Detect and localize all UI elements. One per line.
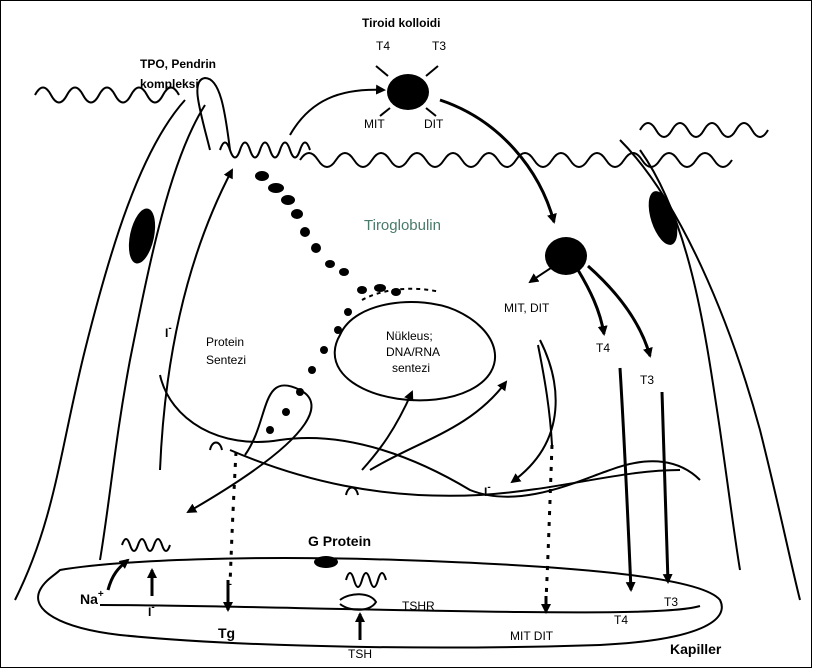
mit-dit-secretion-dotted [546, 445, 552, 600]
colloid-spike [376, 66, 388, 76]
arrow-to-t4 [578, 270, 604, 334]
dit-top-label: DIT [424, 117, 444, 131]
mit-dit-right-label: MIT, DIT [504, 301, 550, 315]
mit-top-label: MIT [364, 117, 385, 131]
rough-er [362, 289, 440, 300]
apical-membrane-wave-mid [300, 153, 732, 167]
kapiller-label: Kapiller [670, 641, 722, 657]
tg-label: Tg [218, 625, 235, 641]
arrow-colloid-endocytosis [440, 100, 554, 222]
t4-top-label: T4 [376, 39, 390, 53]
arrow-t4-down [620, 368, 631, 590]
arrow-mit-dit-down [538, 345, 552, 445]
t4-right-label: T4 [596, 341, 610, 355]
iodide-right-label: I- [484, 482, 491, 499]
tpo-label-2: kompleksi [140, 77, 199, 91]
colloid-droplet-top [387, 74, 429, 110]
receptor-node [346, 488, 358, 496]
g-protein-label: G Protein [308, 533, 371, 549]
tpo-label-1: TPO, Pendrin [140, 57, 216, 71]
tshr-coil [346, 573, 386, 587]
colloid-spike [426, 108, 436, 116]
nucleus-label-1: Nükleus; [386, 329, 433, 343]
tpo-microvillus [197, 78, 230, 150]
arrow-to-right [370, 382, 506, 470]
capillary-outline [38, 558, 722, 647]
g-protein-shape [314, 556, 338, 568]
left-cell-membrane-inner [100, 105, 205, 560]
iodide-bottom-label: I- [148, 602, 155, 619]
left-cell-nucleus [124, 206, 159, 266]
t3-bottom-label: T3 [664, 595, 678, 609]
colloid-spike [426, 66, 438, 76]
nis-transporter-coil [122, 539, 170, 551]
mit-dit-bottom-label: MIT DIT [510, 629, 554, 643]
arrow-t3-down [662, 392, 668, 582]
tpo-complex-coil [220, 143, 310, 158]
nucleus-label-2: DNA/RNA [386, 345, 440, 359]
colloid-droplet-internalized [545, 237, 587, 275]
arrow-protein-synthesis [188, 385, 311, 512]
t4-bottom-label: T4 [614, 613, 628, 627]
protein-synthesis-label-1: Protein [206, 335, 244, 349]
protein-synthesis-label-2: Sentezi [206, 353, 246, 367]
t3-top-label: T3 [432, 39, 446, 53]
tiroglobulin-label: Tiroglobulin [364, 217, 441, 234]
tsh-label: TSH [348, 647, 372, 661]
tsh-receptor-loop [340, 594, 376, 610]
receptor-node [210, 443, 222, 451]
tg-secretion-dotted [230, 452, 236, 585]
left-cell-membrane-outer [15, 100, 185, 600]
colloid-spike [380, 108, 390, 116]
iodide-left-label: I- [165, 323, 172, 340]
t3-right-label: T3 [640, 373, 654, 387]
apical-membrane-wave-right [640, 123, 768, 137]
nucleus-label-3: sentezi [392, 361, 430, 375]
colloid-title: Tiroid kolloidi [362, 16, 440, 30]
tshr-label: TSHR [402, 599, 435, 613]
capillary-inner [100, 605, 700, 612]
central-cell-base [230, 450, 680, 496]
